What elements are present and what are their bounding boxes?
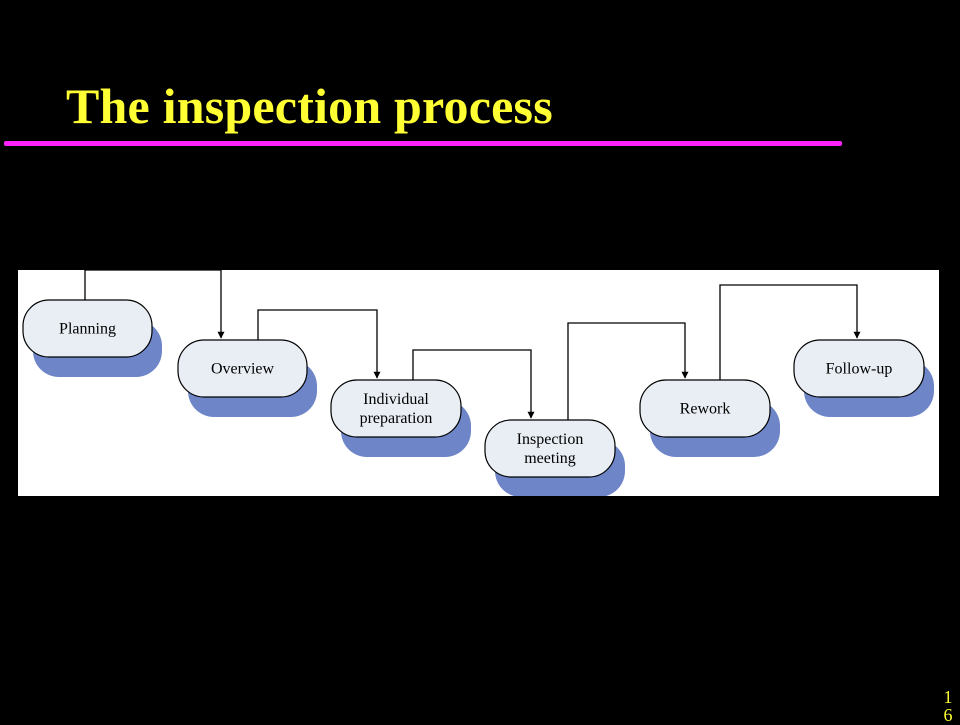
- connector-arrow-4: [567, 322, 689, 420]
- connector-arrow-2: [257, 309, 381, 379]
- step-label: Rework: [680, 401, 731, 418]
- connector-arrow-3: [412, 349, 535, 419]
- connector-arrow-1: [84, 270, 221, 338]
- step-box: [177, 339, 308, 398]
- step-box: [22, 299, 153, 358]
- step-rework: Rework: [639, 379, 780, 457]
- step-box: [330, 379, 462, 438]
- step-individual-preparation: Individual preparation: [330, 379, 471, 457]
- page-number: 1 6: [943, 687, 953, 725]
- step-planning: Planning: [22, 299, 162, 377]
- step-label: meeting: [524, 450, 576, 467]
- step-box: [639, 379, 771, 438]
- step-overview: Overview: [177, 339, 317, 417]
- step-label: preparation: [360, 410, 433, 427]
- step-label: Overview: [211, 361, 275, 378]
- step-label: Follow-up: [826, 361, 893, 378]
- connector-arrow-5: [719, 284, 861, 380]
- step-box: [793, 339, 925, 398]
- step-box: [484, 419, 616, 478]
- step-label: Planning: [59, 321, 116, 338]
- step-label: Individual: [363, 391, 429, 408]
- step-inspection-meeting: Inspection meeting: [484, 419, 625, 496]
- title-underline: [4, 141, 842, 146]
- step-follow-up: Follow-up: [793, 339, 934, 417]
- step-label: Inspection: [517, 431, 584, 448]
- connectors: [84, 270, 861, 420]
- slide-title: The inspection process: [66, 78, 553, 134]
